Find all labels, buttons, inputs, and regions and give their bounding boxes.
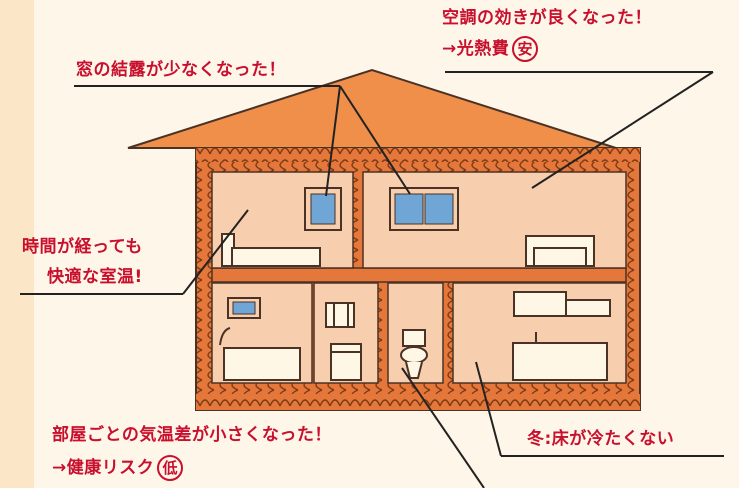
bottom-insulation xyxy=(196,394,640,410)
room-diff-line2-wrap: →健康リスク低 xyxy=(52,455,332,481)
kitchen xyxy=(512,291,611,381)
bed-lower xyxy=(219,327,301,381)
room-diff-line1: 部屋ごとの気温差が小さくなった！ xyxy=(52,425,332,445)
pointer-lines xyxy=(20,71,724,488)
window-upper-left xyxy=(304,187,342,231)
cost-low-circle: 安 xyxy=(512,36,539,62)
room-diff-line2: →健康リスク xyxy=(52,458,155,478)
condensation-label: 窓の結露が少なくなった！ xyxy=(76,60,286,80)
top-insulation xyxy=(196,148,640,162)
temp-line2: 快適な室温! xyxy=(47,267,143,287)
toilet xyxy=(400,329,428,379)
temp-line1: 時間が経っても xyxy=(22,237,143,257)
aircon-line1: 空調の効きが良くなった！ xyxy=(442,8,652,28)
mid-floor xyxy=(211,267,627,283)
temperature-label: 時間が経っても 快適な室温! xyxy=(22,236,143,288)
floor-label: 冬:床が冷たくない xyxy=(527,429,675,449)
sofa-upper xyxy=(525,235,595,267)
aircon-line2-wrap: →光熱費安 xyxy=(442,36,652,62)
aircon-label: 空調の効きが良くなった！ →光熱費安 xyxy=(442,7,652,62)
bed-upper xyxy=(221,233,321,267)
window-lower-left xyxy=(227,297,261,319)
aircon-line2: →光熱費 xyxy=(442,39,510,59)
risk-low-circle: 低 xyxy=(157,455,184,481)
window-upper-right xyxy=(389,187,459,231)
washer xyxy=(325,302,362,381)
room-diff-label: 部屋ごとの気温差が小さくなった！ →健康リスク低 xyxy=(52,424,332,481)
